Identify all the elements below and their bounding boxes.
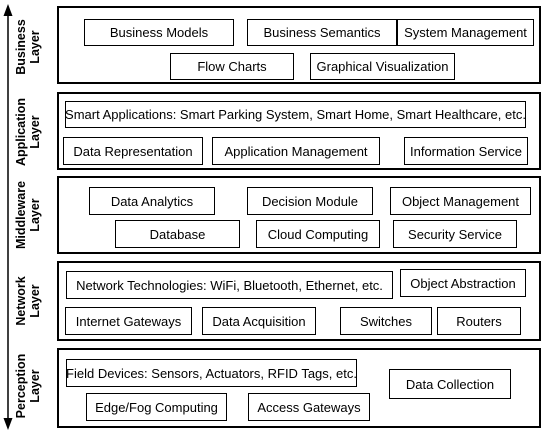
network-technologies-box: Network Technologies: WiFi, Bluetooth, E… <box>66 271 393 299</box>
decision-module-box: Decision Module <box>247 187 373 215</box>
smart-applications-box: Smart Applications: Smart Parking System… <box>65 101 526 128</box>
cloud-computing-box: Cloud Computing <box>256 220 380 248</box>
label-line: Middleware <box>14 180 28 250</box>
perception-layer: Field Devices: Sensors, Actuators, RFID … <box>57 348 541 428</box>
routers-box: Routers <box>437 307 521 335</box>
database-box: Database <box>115 220 240 248</box>
flow-charts-box: Flow Charts <box>170 53 294 80</box>
system-management-box: System Management <box>397 19 534 46</box>
access-gateways-box: Access Gateways <box>248 393 370 421</box>
application-layer: Smart Applications: Smart Parking System… <box>57 92 541 170</box>
perception-layer-label: Perception Layer <box>14 336 42 436</box>
label-line: Layer <box>28 198 42 232</box>
data-collection-box: Data Collection <box>389 369 511 399</box>
data-representation-box: Data Representation <box>63 137 203 165</box>
data-analytics-box: Data Analytics <box>89 187 215 215</box>
business-semantics-box: Business Semantics <box>247 19 397 46</box>
object-management-box: Object Management <box>390 187 531 215</box>
field-devices-box: Field Devices: Sensors, Actuators, RFID … <box>66 359 357 387</box>
arrow-head-down-icon <box>3 418 13 430</box>
middleware-layer-label: Middleware Layer <box>14 165 42 265</box>
application-management-box: Application Management <box>212 137 380 165</box>
business-models-box: Business Models <box>84 19 234 46</box>
arrow-head-up-icon <box>3 4 13 16</box>
data-acquisition-box: Data Acquisition <box>202 307 316 335</box>
business-layer: Business Models Business Semantics Syste… <box>57 6 541 84</box>
information-service-box: Information Service <box>404 137 528 165</box>
object-abstraction-box: Object Abstraction <box>400 269 526 297</box>
middleware-layer: Data Analytics Decision Module Object Ma… <box>57 176 541 254</box>
switches-box: Switches <box>340 307 432 335</box>
label-line: Layer <box>28 369 42 403</box>
security-service-box: Security Service <box>393 220 517 248</box>
edge-fog-computing-box: Edge/Fog Computing <box>86 393 227 421</box>
graphical-visualization-box: Graphical Visualization <box>310 53 455 80</box>
network-layer: Network Technologies: WiFi, Bluetooth, E… <box>57 261 541 341</box>
label-line: Perception <box>14 353 28 419</box>
internet-gateways-box: Internet Gateways <box>65 307 192 335</box>
